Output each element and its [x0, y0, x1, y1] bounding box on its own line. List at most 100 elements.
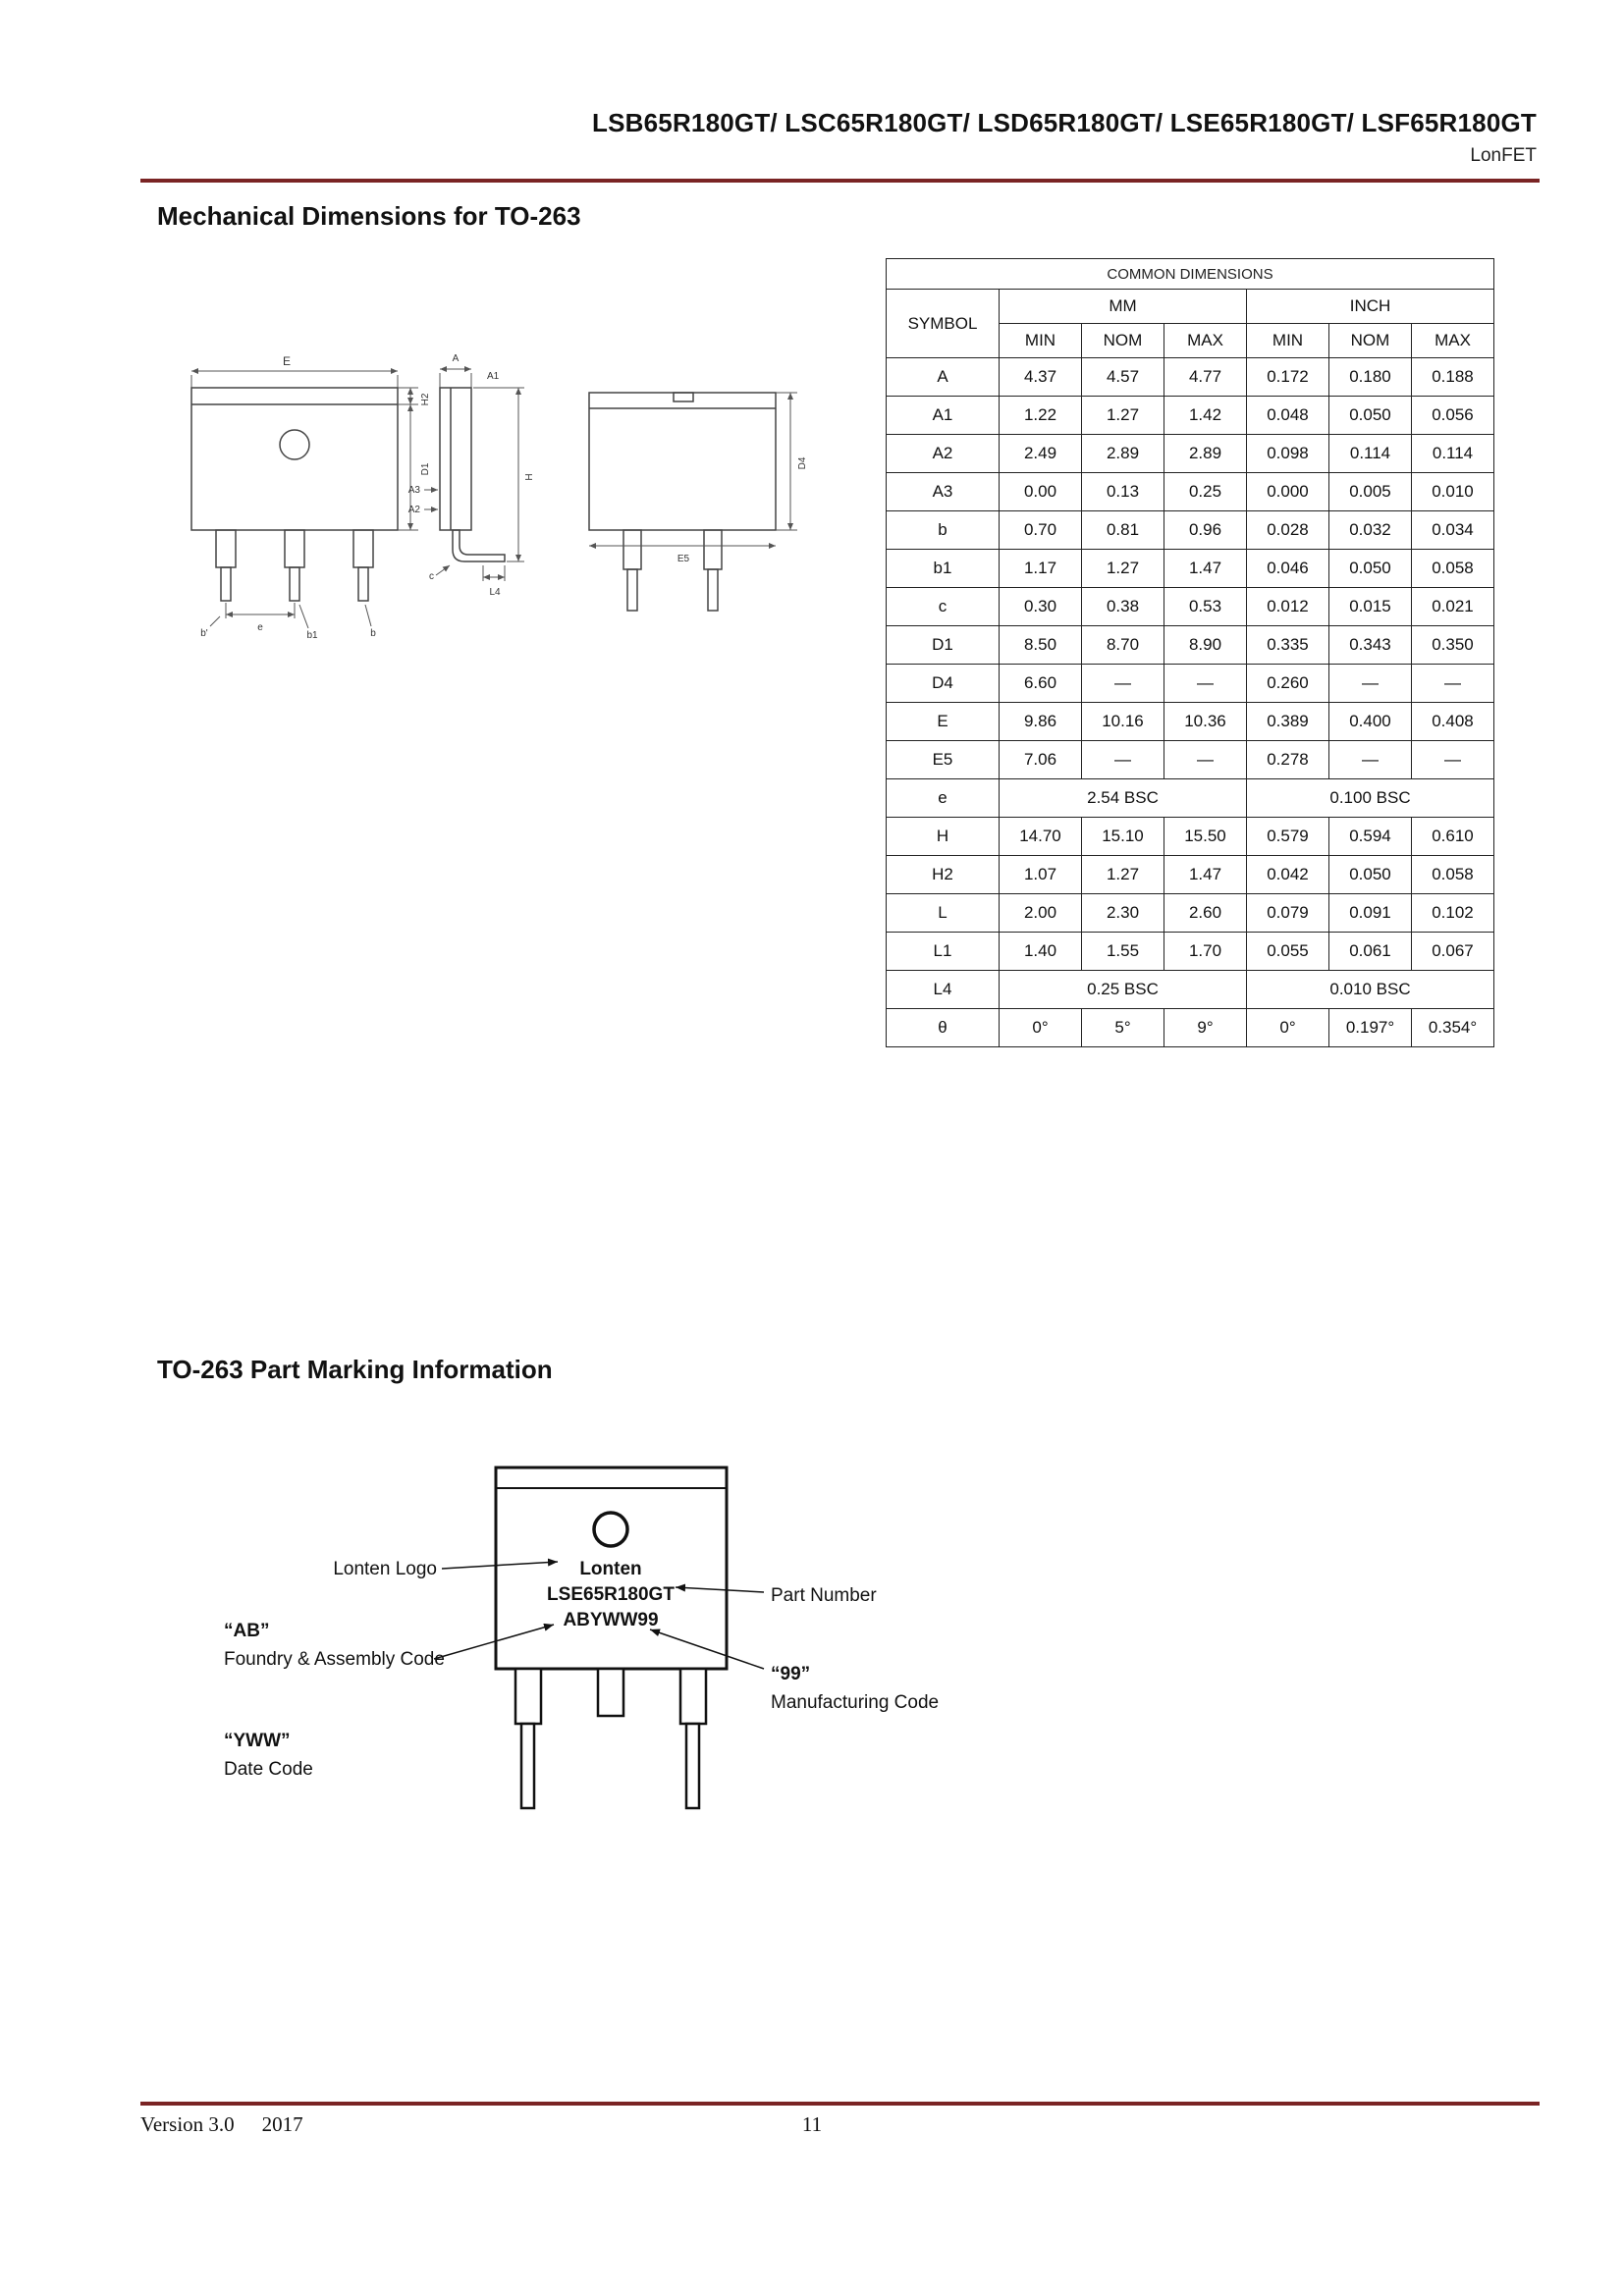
value-cell: 0.032: [1328, 510, 1412, 550]
symbol-cell: b1: [886, 549, 1000, 588]
value-cell: 15.50: [1164, 817, 1247, 856]
symbol-cell: A1: [886, 396, 1000, 435]
value-cell: 0.012: [1246, 587, 1329, 626]
value-cell: 0°: [1246, 1008, 1329, 1047]
value-cell: 0.25 BSC: [999, 970, 1247, 1009]
dim-label-E: E: [283, 354, 291, 368]
value-cell: 6.60: [999, 664, 1082, 703]
value-cell: 0.079: [1246, 893, 1329, 933]
value-cell: 4.77: [1164, 357, 1247, 397]
footer-version-text: Version 3.0: [140, 2112, 235, 2136]
brand-label: LonFET: [1470, 145, 1537, 166]
symbol-cell: b: [886, 510, 1000, 550]
dimensions-table: COMMON DIMENSIONS SYMBOL MM INCH MIN NOM…: [886, 258, 1494, 1047]
symbol-cell: L1: [886, 932, 1000, 971]
value-cell: 0.010: [1411, 472, 1494, 511]
value-cell: 0.354°: [1411, 1008, 1494, 1047]
value-cell: 8.90: [1164, 625, 1247, 665]
dim-label-D4: D4: [797, 456, 808, 469]
foundry-code-desc: Foundry & Assembly Code: [224, 1648, 445, 1670]
logo-callout-arrow: [441, 1558, 559, 1570]
value-cell: 1.27: [1081, 549, 1164, 588]
dim-label-E5: E5: [677, 554, 690, 564]
value-cell: 0.050: [1328, 396, 1412, 435]
value-cell: 0.579: [1246, 817, 1329, 856]
symbol-header: SYMBOL: [886, 289, 1000, 358]
symbol-cell: A: [886, 357, 1000, 397]
value-cell: 0.350: [1411, 625, 1494, 665]
page-title: LSB65R180GT/ LSC65R180GT/ LSD65R180GT/ L…: [592, 108, 1537, 137]
dim-label-D1: D1: [420, 462, 431, 475]
table-title-row: COMMON DIMENSIONS: [886, 258, 1494, 290]
marking-callout-arrows: [433, 1558, 765, 1670]
value-cell: 0.055: [1246, 932, 1329, 971]
lonten-logo-icon: [592, 1511, 629, 1548]
dim-label-A: A: [453, 353, 460, 364]
table-minmax-row: MIN NOM MAX MIN NOM MAX: [887, 323, 1494, 358]
mfg-code-callout-arrow: [649, 1629, 765, 1670]
value-cell: 1.27: [1081, 396, 1164, 435]
table-units-row: SYMBOL MM INCH: [886, 289, 1494, 358]
symbol-cell: e: [886, 778, 1000, 818]
value-cell: 1.42: [1164, 396, 1247, 435]
value-cell: 0.13: [1081, 472, 1164, 511]
value-cell: 14.70: [999, 817, 1082, 856]
value-cell: —: [1081, 664, 1164, 703]
value-cell: —: [1411, 664, 1494, 703]
value-cell: 10.16: [1081, 702, 1164, 741]
value-cell: 0.050: [1328, 549, 1412, 588]
max-header: MAX: [1164, 323, 1247, 358]
mfg-code-label: “99” Manufacturing Code: [771, 1661, 939, 1717]
value-cell: 2.89: [1081, 434, 1164, 473]
side-view-drawing: A A1 A3 A2 H c L4: [408, 353, 535, 598]
mfg-code-desc: Manufacturing Code: [771, 1691, 940, 1713]
value-cell: 0.000: [1246, 472, 1329, 511]
part-number-label: Part Number: [771, 1585, 877, 1606]
value-cell: 0.00: [999, 472, 1082, 511]
foundry-code-callout-arrow: [433, 1623, 555, 1660]
symbol-cell: E: [886, 702, 1000, 741]
value-cell: 4.57: [1081, 357, 1164, 397]
back-view-drawing: D4 E5: [588, 392, 808, 612]
value-cell: 15.10: [1081, 817, 1164, 856]
dim-label-e: e: [257, 622, 263, 633]
date-code-desc: Date Code: [224, 1758, 313, 1780]
value-cell: 0.102: [1411, 893, 1494, 933]
value-cell: 0.067: [1411, 932, 1494, 971]
value-cell: 10.36: [1164, 702, 1247, 741]
value-cell: 0.188: [1411, 357, 1494, 397]
dim-label-b: b: [370, 628, 376, 639]
value-cell: 1.22: [999, 396, 1082, 435]
symbol-cell: L4: [886, 970, 1000, 1009]
symbol-cell: D4: [886, 664, 1000, 703]
value-cell: 1.47: [1164, 855, 1247, 894]
value-cell: 8.70: [1081, 625, 1164, 665]
dim-label-b1: b1: [306, 630, 318, 641]
value-cell: 0.028: [1246, 510, 1329, 550]
value-cell: 1.70: [1164, 932, 1247, 971]
value-cell: 0.38: [1081, 587, 1164, 626]
header-rule: [140, 179, 1540, 183]
value-cell: 0.100 BSC: [1246, 778, 1494, 818]
value-cell: 0.278: [1246, 740, 1329, 779]
min-header: MIN: [999, 323, 1082, 358]
value-cell: 2.54 BSC: [999, 778, 1247, 818]
symbol-cell: A2: [886, 434, 1000, 473]
value-cell: 0.96: [1164, 510, 1247, 550]
value-cell: 0.53: [1164, 587, 1247, 626]
mfg-code-value: “99”: [771, 1664, 811, 1684]
value-cell: 0.335: [1246, 625, 1329, 665]
value-cell: 1.55: [1081, 932, 1164, 971]
symbol-cell: L: [886, 893, 1000, 933]
value-cell: 0.172: [1246, 357, 1329, 397]
